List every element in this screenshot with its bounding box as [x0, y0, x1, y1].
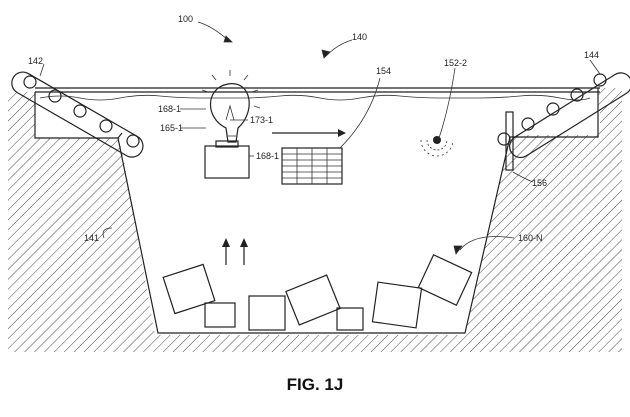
label-sensor: 152-2 — [444, 58, 467, 68]
deflector — [505, 111, 514, 171]
label-tank-wall: 141 — [84, 233, 99, 243]
package-box — [204, 140, 250, 179]
label-package: 168-1 — [256, 151, 279, 161]
label-system: 100 — [178, 14, 193, 24]
tank — [34, 87, 600, 334]
light-bulb — [201, 70, 261, 143]
label-conveyor-out: 144 — [584, 50, 599, 60]
sorter-grid — [281, 147, 343, 185]
figure-caption: FIG. 1J — [287, 375, 344, 394]
label-bulb-c: 173-1 — [250, 115, 273, 125]
label-bulb-a: 168-1 — [158, 104, 181, 114]
conveyor-left — [11, 71, 144, 158]
up-arrows — [222, 238, 248, 265]
motion-arrow — [272, 129, 346, 137]
ground-hatching — [8, 88, 622, 352]
label-fluid: 140 — [352, 32, 367, 42]
label-deflector: 156 — [532, 178, 547, 188]
leader-lines — [39, 21, 601, 255]
label-bulb-b: 165-1 — [160, 123, 183, 133]
items — [162, 254, 473, 331]
label-sorter: 154 — [376, 66, 391, 76]
conveyor-right — [497, 72, 630, 159]
label-conveyor-in: 142 — [28, 56, 43, 66]
label-items: 160-N — [518, 233, 543, 243]
